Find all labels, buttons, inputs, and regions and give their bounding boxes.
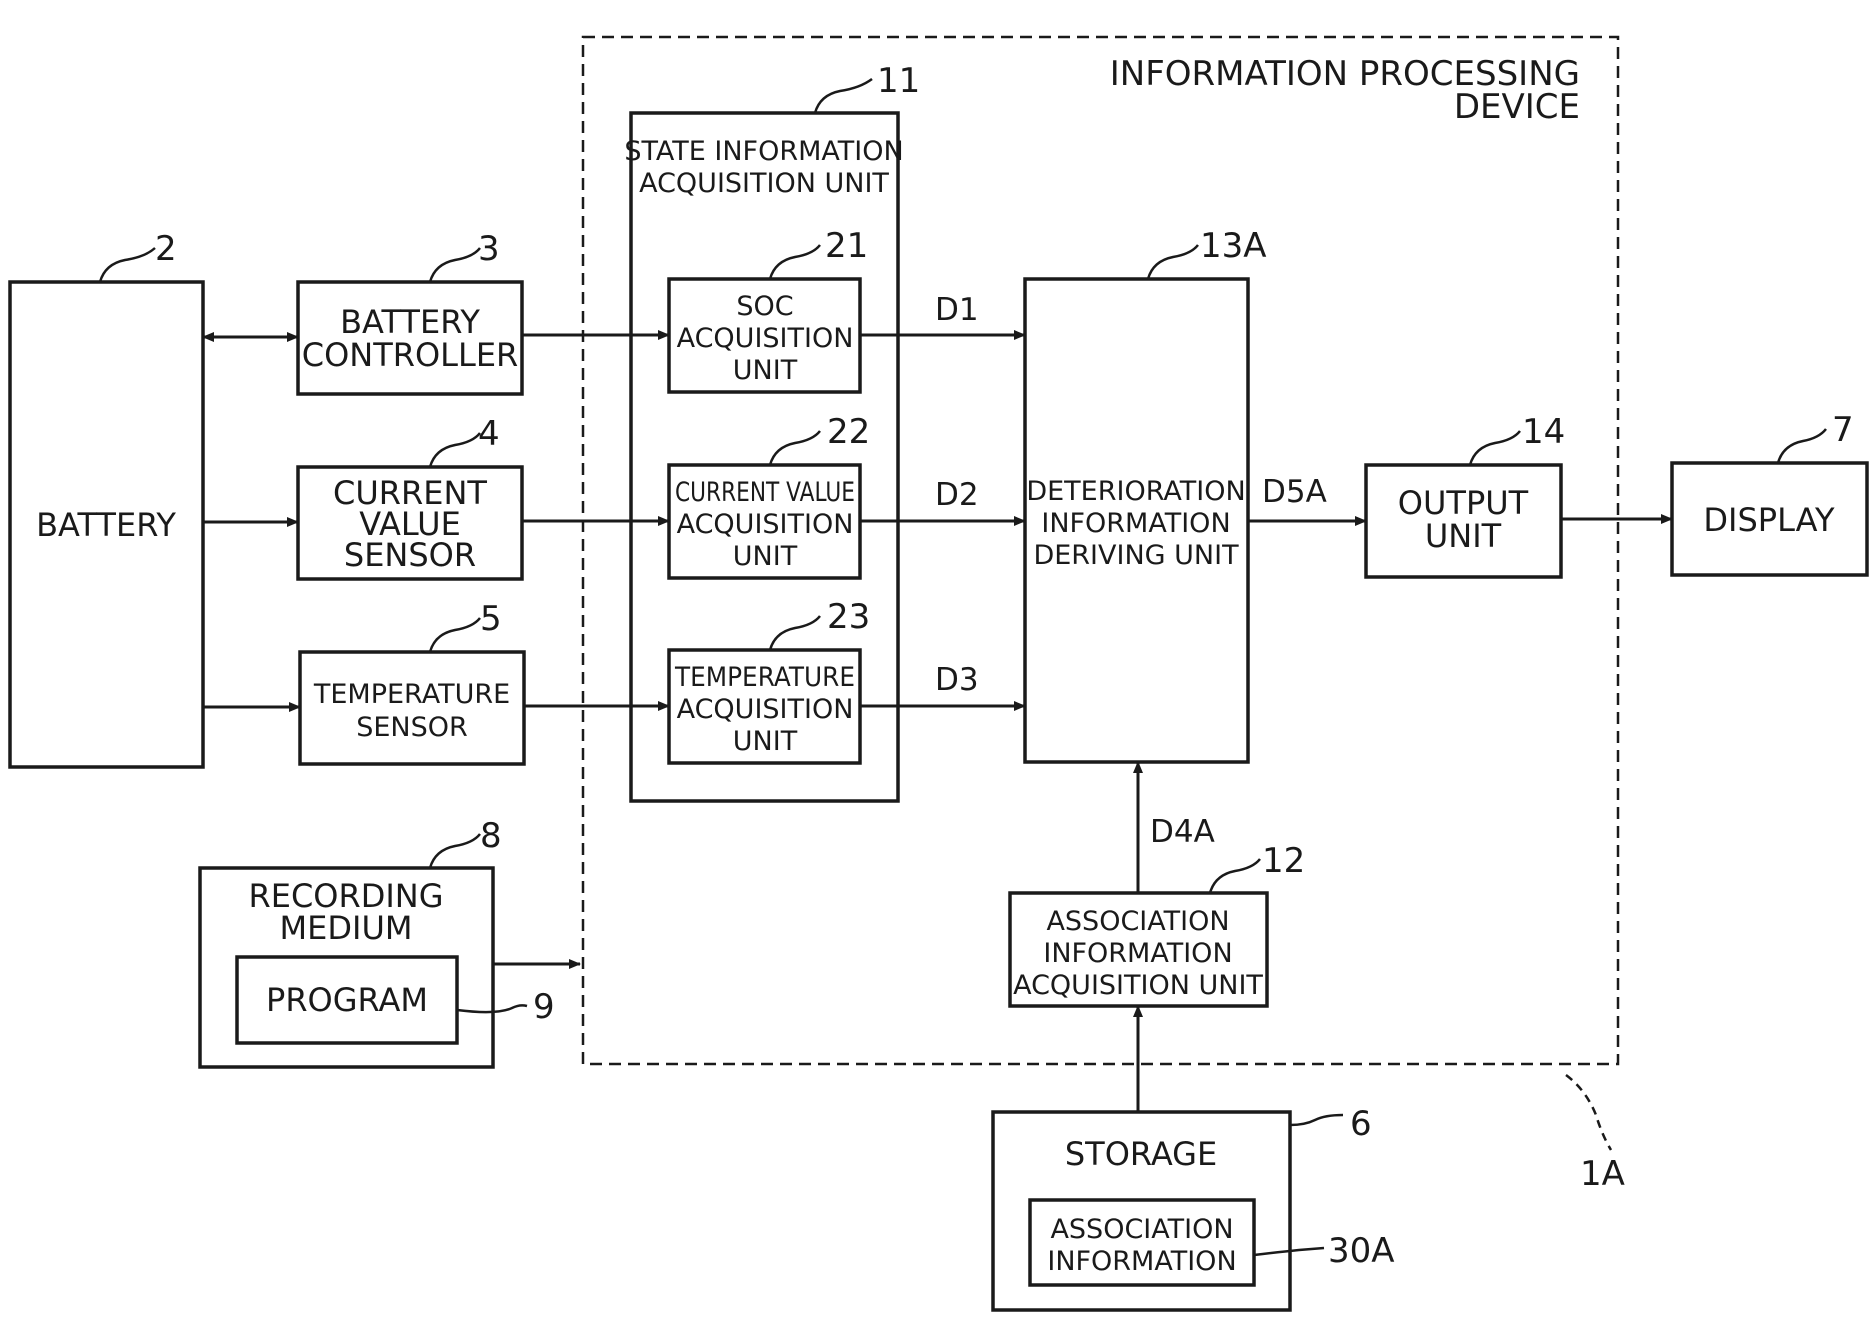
temp-unit-line2: ACQUISITION <box>677 694 854 725</box>
display-label: DISPLAY <box>1703 501 1835 539</box>
current-sensor-line3: SENSOR <box>344 536 476 574</box>
battery-controller-ref-leader <box>430 248 480 282</box>
association-unit-line2: INFORMATION <box>1043 938 1232 969</box>
temp-unit-ref: 23 <box>827 597 870 637</box>
current-unit-line2: ACQUISITION <box>677 509 854 540</box>
temp-sensor-ref-leader <box>430 618 480 652</box>
association-unit-ref-leader <box>1210 859 1260 893</box>
deriving-unit-ref-leader <box>1148 245 1198 279</box>
association-info-line2: INFORMATION <box>1047 1246 1236 1277</box>
battery-controller-line2: CONTROLLER <box>302 336 519 374</box>
d1-label: D1 <box>935 292 979 328</box>
device-title-line2: DEVICE <box>1454 87 1580 127</box>
program-label: PROGRAM <box>266 981 428 1019</box>
battery-ref: 2 <box>155 229 177 269</box>
temp-unit-line1: TEMPERATURE <box>674 662 855 693</box>
output-unit-ref: 14 <box>1522 412 1565 452</box>
deriving-unit-line2: INFORMATION <box>1041 508 1230 539</box>
d3-label: D3 <box>935 662 979 698</box>
deriving-unit-line1: DETERIORATION <box>1026 476 1245 507</box>
state-unit-line2: ACQUISITION UNIT <box>639 168 889 199</box>
device-ref-leader <box>1566 1075 1611 1150</box>
battery-label: BATTERY <box>36 506 176 544</box>
current-sensor-ref-leader <box>430 433 480 467</box>
current-unit-ref: 22 <box>827 412 870 452</box>
display-ref: 7 <box>1832 410 1854 450</box>
d5a-label: D5A <box>1262 474 1327 510</box>
d2-label: D2 <box>935 477 979 513</box>
association-unit-line3: ACQUISITION UNIT <box>1013 970 1263 1001</box>
temp-sensor-line2: SENSOR <box>356 712 468 743</box>
deriving-unit-line3: DERIVING UNIT <box>1033 540 1239 571</box>
recording-medium-ref: 8 <box>480 816 502 856</box>
output-unit-line2: UNIT <box>1425 517 1502 555</box>
association-info-ref: 30A <box>1328 1231 1395 1271</box>
program-ref: 9 <box>533 987 555 1027</box>
battery-ref-leader <box>100 248 155 282</box>
recording-medium-ref-leader <box>430 834 480 868</box>
soc-unit-ref: 21 <box>825 226 868 266</box>
state-unit-line1: STATE INFORMATION <box>624 136 903 167</box>
current-unit-line3: UNIT <box>733 541 798 572</box>
soc-unit-line2: ACQUISITION <box>677 323 854 354</box>
deriving-unit-ref: 13A <box>1200 226 1267 266</box>
state-unit-ref-leader <box>815 79 872 113</box>
current-unit-line1: CURRENT VALUE <box>675 477 855 508</box>
battery-controller-ref: 3 <box>478 229 500 269</box>
association-unit-ref: 12 <box>1262 841 1305 881</box>
association-info-line1: ASSOCIATION <box>1050 1214 1233 1245</box>
device-ref: 1A <box>1580 1154 1625 1194</box>
storage-label: STORAGE <box>1065 1135 1217 1173</box>
storage-ref-leader <box>1290 1115 1343 1125</box>
temp-sensor-ref: 5 <box>480 599 502 639</box>
output-unit-ref-leader <box>1470 431 1520 465</box>
soc-unit-line3: UNIT <box>733 355 798 386</box>
soc-unit-line1: SOC <box>736 291 793 322</box>
recording-medium-line2: MEDIUM <box>280 909 413 947</box>
association-unit-line1: ASSOCIATION <box>1046 906 1229 937</box>
display-ref-leader <box>1778 429 1826 463</box>
temp-unit-line3: UNIT <box>733 726 798 757</box>
current-sensor-ref: 4 <box>478 414 500 454</box>
temp-sensor-line1: TEMPERATURE <box>313 679 510 710</box>
d4a-label: D4A <box>1150 814 1215 850</box>
state-unit-ref: 11 <box>877 61 920 101</box>
storage-ref: 6 <box>1350 1104 1372 1144</box>
